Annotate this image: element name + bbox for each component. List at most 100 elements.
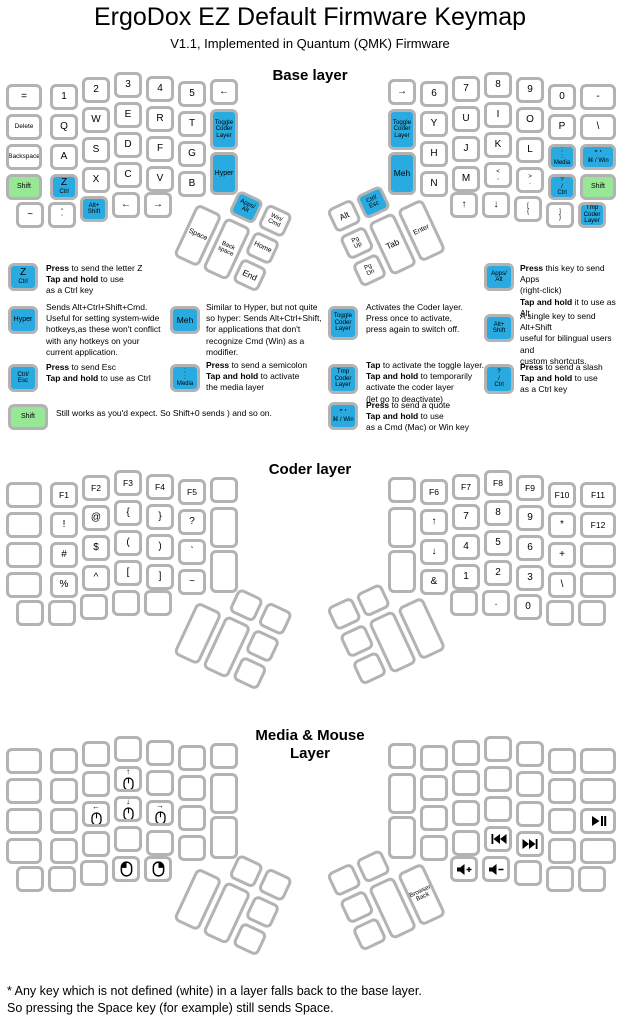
key-d: D [114, 132, 142, 158]
key-i: I [484, 102, 512, 128]
key-symbol: ! [50, 512, 78, 538]
key-blank [580, 572, 616, 598]
key-s: S [82, 137, 110, 163]
key-blank [516, 801, 544, 827]
key-3: 3 [114, 72, 142, 98]
key-symbol: [{ [514, 196, 542, 222]
legend-text: Tap to activate the toggle layer.Tap and… [366, 360, 484, 404]
key-symbol: % [50, 572, 78, 598]
key-symbol: ↓ [420, 539, 448, 565]
key-blank [210, 773, 238, 814]
key-c: C [114, 162, 142, 188]
key-7: 7 [452, 76, 480, 102]
key-q: Q [50, 114, 78, 140]
key-blank [452, 770, 480, 796]
key-blank [484, 736, 512, 762]
key-b: B [178, 171, 206, 197]
mouse-right-click-icon [144, 856, 172, 882]
key-f2: F2 [82, 475, 110, 501]
key-blank [146, 740, 174, 766]
key-blank [580, 748, 616, 774]
key-blank [112, 590, 140, 616]
mouse-up-icon: ↑ [114, 766, 142, 792]
key-blank [388, 550, 416, 593]
key-blank [82, 831, 110, 857]
key-blank [210, 816, 238, 859]
key-f5: F5 [178, 479, 206, 505]
key-blank [450, 590, 478, 616]
key-f: F [146, 136, 174, 162]
key-blank [210, 507, 238, 548]
key-symbol: \ [580, 114, 616, 140]
key-symbol: ^ [82, 565, 110, 591]
key-meh: Meh [388, 152, 416, 195]
key-o: O [516, 107, 544, 133]
key-symbol: ← [112, 192, 140, 218]
key-delete: Delete [6, 114, 42, 140]
key-blank [578, 600, 606, 626]
key-symbol: ) [146, 534, 174, 560]
coder-layer-title: Coder layer [268, 461, 352, 478]
mouse-right-icon: → [146, 800, 174, 826]
key-media: ;:Media [548, 144, 576, 170]
base-layer-title: Base layer [272, 67, 348, 84]
key-f11: F11 [580, 482, 616, 508]
legend-key-hyper: Hyper [8, 306, 38, 334]
key-blank [48, 866, 76, 892]
key-blank [50, 748, 78, 774]
key-blank [48, 600, 76, 626]
key-symbol: "' [48, 202, 76, 228]
key-blank [452, 740, 480, 766]
key-f9: F9 [516, 475, 544, 501]
key-9: 9 [516, 505, 544, 531]
key-blank [50, 778, 78, 804]
key-hyper: Hyper [210, 152, 238, 195]
key-h: H [420, 141, 448, 167]
legend-key-apps-alt: Apps/Alt [484, 263, 514, 291]
key-blank [210, 550, 238, 593]
key-0: 0 [514, 594, 542, 620]
key-w: W [82, 107, 110, 133]
key-blank [452, 800, 480, 826]
key-k: K [484, 132, 512, 158]
key-8: 8 [484, 500, 512, 526]
key-v: V [146, 166, 174, 192]
key-f12: F12 [580, 512, 616, 538]
key-symbol: [ [114, 560, 142, 586]
key-f8: F8 [484, 470, 512, 496]
key-blank [6, 542, 42, 568]
key-blank [210, 743, 238, 769]
key-u: U [452, 106, 480, 132]
mouse-down-icon: ↓ [114, 796, 142, 822]
key-7: 7 [452, 504, 480, 530]
mouse-left-icon: ← [82, 801, 110, 827]
key-5: 5 [178, 81, 206, 107]
key-m: M [452, 166, 480, 192]
key-a: A [50, 144, 78, 170]
key-blank [80, 594, 108, 620]
key-symbol: ↓ [482, 192, 510, 218]
key-l: L [516, 137, 544, 163]
key-1: 1 [452, 564, 480, 590]
key-blank [580, 542, 616, 568]
left-thumb-cluster [160, 840, 294, 986]
key-f1: F1 [50, 482, 78, 508]
key-blank [178, 775, 206, 801]
legend-key-ctrl: ?/Ctrl [484, 364, 514, 394]
key-blank [6, 838, 42, 864]
key-blank [420, 835, 448, 861]
key-symbol: ↑ [450, 192, 478, 218]
key-blank [420, 775, 448, 801]
key-t: T [178, 111, 206, 137]
key-blank [82, 771, 110, 797]
key-blank [516, 741, 544, 767]
key-f6: F6 [420, 479, 448, 505]
key-symbol: → [388, 79, 416, 105]
key-blank [484, 796, 512, 822]
key-shift: Shift [6, 174, 42, 200]
key-symbol: ~ [178, 569, 206, 595]
